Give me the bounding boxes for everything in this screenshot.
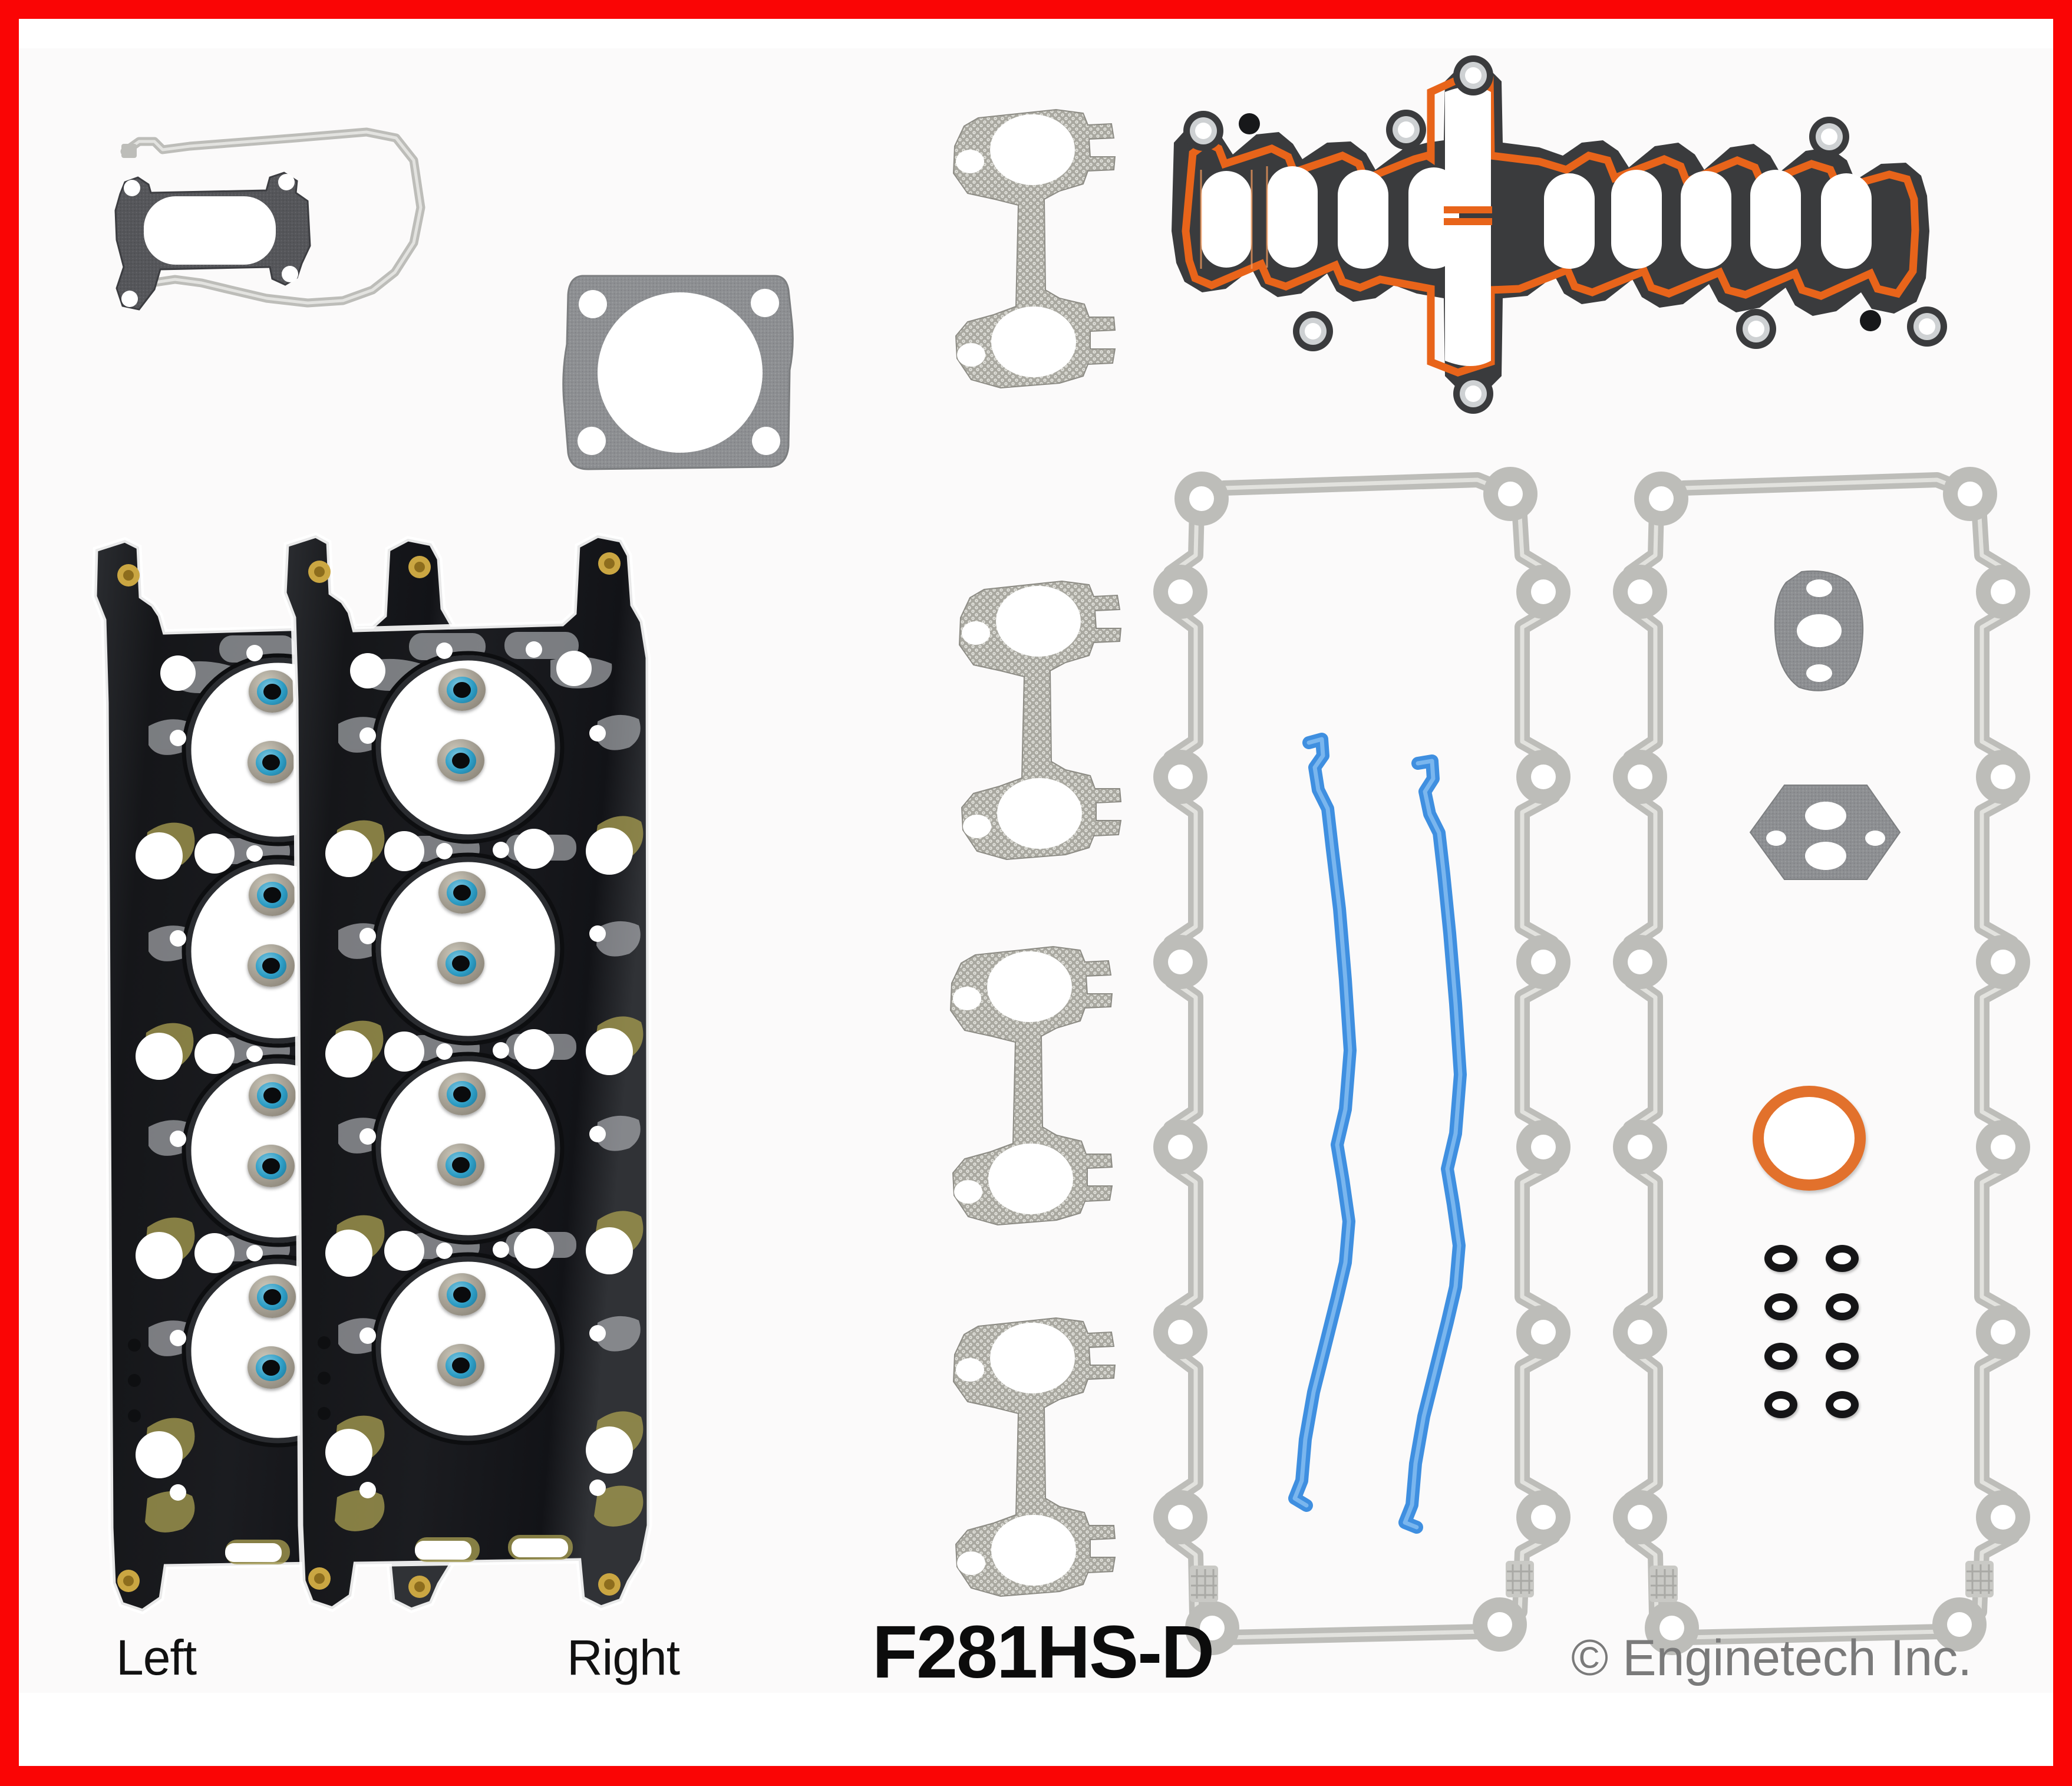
valve-stem-seal	[438, 1073, 486, 1115]
hex-port-gasket	[1749, 785, 1901, 880]
frame-border-right	[2053, 0, 2072, 1786]
valve-stem-seal	[249, 1074, 296, 1116]
exhaust-manifold-gasket	[949, 945, 1113, 1226]
silicone-strip	[1398, 754, 1467, 1534]
valve-stem-seal	[437, 1144, 484, 1186]
small-o-ring	[1764, 1293, 1797, 1320]
exhaust-manifold-gasket	[952, 108, 1116, 389]
valve-stem-seal	[438, 668, 486, 711]
frame-border-bottom	[0, 1766, 2072, 1786]
exhaust-manifold-gasket	[952, 1317, 1116, 1597]
silicone-strip	[1288, 733, 1357, 1512]
valve-cover-gasket-left	[1153, 467, 1571, 1655]
valve-stem-seal	[437, 1344, 484, 1386]
small-o-ring	[1764, 1245, 1797, 1272]
small-o-ring	[1826, 1293, 1859, 1320]
label-left-head-gasket: Left	[116, 1630, 197, 1685]
large-o-ring	[1753, 1086, 1866, 1191]
valve-stem-seal	[437, 739, 484, 782]
valve-cover-gasket-right	[1613, 467, 2030, 1655]
valve-stem-seal	[248, 944, 295, 987]
valve-stem-seal	[248, 741, 295, 783]
small-o-ring	[1764, 1391, 1797, 1418]
small-o-ring	[1764, 1343, 1797, 1370]
valve-stem-seal	[249, 1276, 296, 1318]
label-right-head-gasket: Right	[567, 1630, 680, 1685]
intake-manifold-gasket	[1172, 55, 1947, 414]
frame-border-top	[0, 0, 2072, 19]
small-o-ring	[1826, 1245, 1859, 1272]
valve-stem-seal	[248, 1346, 295, 1389]
small-o-ring	[1826, 1343, 1859, 1370]
valve-stem-seal	[249, 874, 296, 916]
valve-stem-seal	[248, 1145, 295, 1187]
valve-stem-seal	[437, 942, 484, 984]
valve-stem-seal	[249, 670, 296, 713]
copyright-notice: © Enginetech Inc.	[1571, 1630, 1972, 1686]
small-o-ring	[1826, 1391, 1859, 1418]
part-number: F281HS-D	[872, 1610, 1215, 1693]
oval-port-gasket	[1774, 570, 1864, 691]
parts-layout-plate: Left Right F281HS-D © Enginetech Inc.	[19, 48, 2053, 1693]
throttle-body-gasket	[562, 275, 794, 470]
head-gasket-right	[281, 532, 652, 1612]
intake-plenum-gasket	[114, 172, 311, 311]
valve-stem-seal	[438, 871, 486, 914]
image-canvas: Left Right F281HS-D © Enginetech Inc.	[19, 19, 2053, 1766]
frame-border-left	[0, 0, 19, 1786]
exhaust-manifold-gasket	[958, 580, 1122, 861]
valve-stem-seal	[438, 1273, 486, 1316]
